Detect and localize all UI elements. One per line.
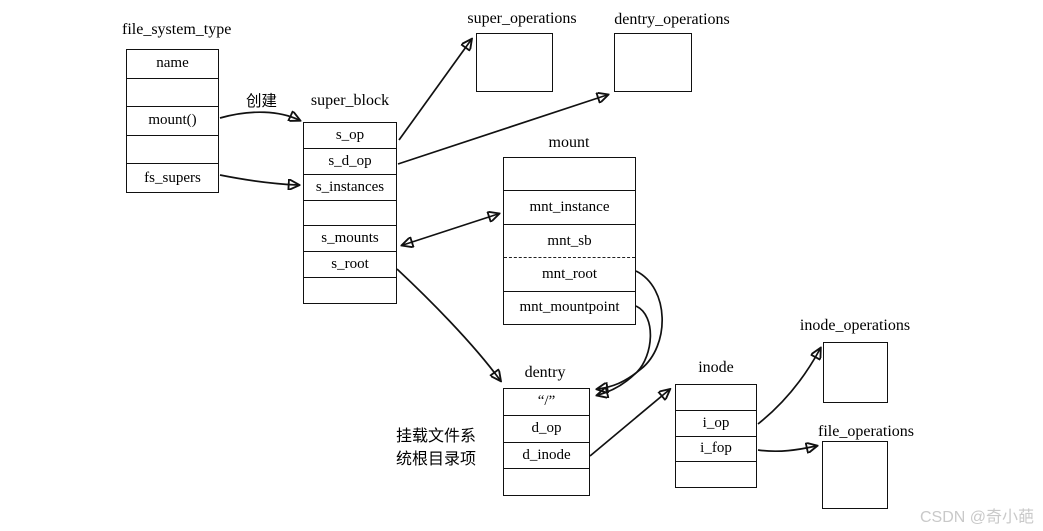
arrow-fs-supers-to-s-instances — [219, 174, 298, 185]
inode-operations-box — [823, 342, 888, 403]
field-empty — [304, 199, 396, 226]
arrow-i-fop-to-file-operations — [757, 446, 816, 451]
file-operations-box — [822, 441, 888, 509]
dentry-box: “/” d_op d_inode — [503, 388, 590, 496]
file-system-type-box: name mount() fs_supers — [126, 49, 219, 193]
field-empty — [127, 134, 218, 164]
inode-operations-title: inode_operations — [799, 317, 911, 334]
arrow-d-inode-to-inode — [589, 390, 669, 457]
root-dentry-note-line2: 统根目录项 — [396, 451, 477, 468]
arrow-mount-fn-to-super-block — [219, 112, 299, 120]
field-mnt-root: mnt_root — [504, 257, 635, 291]
csdn-watermark: CSDN @奇小葩 — [920, 509, 1035, 526]
field-empty — [504, 468, 589, 495]
field-s-op: s_op — [304, 123, 396, 148]
file-operations-title: file_operations — [818, 423, 914, 440]
arrow-s-mounts-mnt-instance — [403, 214, 498, 245]
field-root-slash: “/” — [504, 389, 589, 415]
field-i-fop: i_fop — [676, 435, 756, 462]
inode-title: inode — [698, 359, 734, 376]
field-empty — [504, 158, 635, 191]
super-block-title: super_block — [310, 92, 390, 109]
super-operations-title: super_operations — [467, 10, 577, 27]
dentry-operations-box — [614, 33, 692, 92]
file-system-type-title: file_system_type — [122, 21, 232, 38]
inode-box: i_op i_fop — [675, 384, 757, 488]
field-empty — [676, 385, 756, 410]
field-empty — [127, 77, 218, 107]
field-s-instances: s_instances — [304, 173, 396, 200]
mount-title: mount — [548, 134, 590, 151]
field-empty — [304, 277, 396, 304]
dentry-title: dentry — [524, 364, 566, 381]
arrow-s-root-to-dentry — [396, 268, 500, 380]
super-block-box: s_op s_d_op s_instances s_mounts s_root — [303, 122, 397, 304]
root-dentry-note-line1: 挂载文件系 — [396, 428, 477, 445]
field-s-d-op: s_d_op — [304, 147, 396, 174]
dentry-operations-title: dentry_operations — [614, 11, 730, 28]
field-d-op: d_op — [504, 414, 589, 442]
field-fs-supers: fs_supers — [127, 163, 218, 192]
field-mnt-mountpoint: mnt_mountpoint — [504, 290, 635, 325]
super-operations-box — [476, 33, 553, 92]
arrow-i-op-to-inode-operations — [757, 349, 820, 425]
create-label: 创建 — [246, 93, 278, 110]
field-d-inode: d_inode — [504, 441, 589, 469]
root-dentry-note: 挂载文件系 统根目录项 — [396, 425, 476, 471]
field-s-root: s_root — [304, 251, 396, 278]
field-empty — [676, 461, 756, 487]
field-mnt-instance: mnt_instance — [504, 190, 635, 224]
field-mount-fn: mount() — [127, 106, 218, 135]
mount-box: mnt_instance mnt_sb mnt_root mnt_mountpo… — [503, 157, 636, 325]
field-mnt-sb: mnt_sb — [504, 223, 635, 258]
field-s-mounts: s_mounts — [304, 225, 396, 252]
field-i-op: i_op — [676, 409, 756, 436]
field-name: name — [127, 50, 218, 78]
arrow-s-op-to-super-operations — [398, 40, 471, 141]
arrow-s-d-op-to-dentry-operations — [397, 95, 607, 165]
